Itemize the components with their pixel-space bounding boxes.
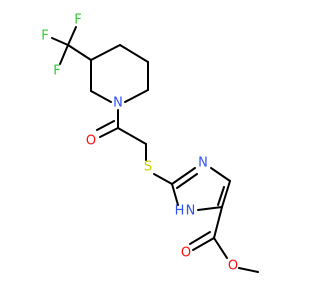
bond [124, 89, 149, 103]
bond [153, 173, 173, 185]
bond [67, 44, 92, 61]
bond [90, 44, 121, 61]
atom-label-o1: O [86, 134, 96, 149]
bond [189, 231, 211, 245]
atom-label-n1: N [113, 96, 123, 111]
bond [99, 127, 119, 138]
bond [213, 206, 223, 239]
bond [238, 267, 259, 273]
bond [67, 26, 77, 46]
bond [171, 167, 196, 185]
atom-label-f1: F [41, 29, 48, 44]
molecule-diagram: F F F N O S N H N O O [41, 13, 259, 274]
atom-label-s1: S [144, 160, 152, 175]
bond [192, 237, 215, 251]
atom-label-o3: O [228, 259, 238, 274]
bond [171, 183, 179, 206]
bond [197, 206, 223, 211]
bond [119, 44, 149, 63]
bond [213, 237, 228, 259]
bond [221, 180, 231, 208]
bond [117, 127, 147, 145]
atom-labels: F F F N O S N H N O O [41, 13, 238, 274]
atom-label-f3: F [53, 64, 60, 79]
bond [176, 173, 198, 189]
atom-label-o2: O [181, 246, 191, 261]
atom-label-n2: N [198, 156, 208, 171]
atom-label-n3: H N [175, 204, 196, 219]
bond [96, 120, 115, 131]
bond [90, 90, 112, 103]
bond [210, 167, 231, 182]
structure-drawing: F F F N O S N H N O O [41, 13, 259, 274]
bonds [51, 26, 259, 273]
bond [217, 186, 225, 206]
bond [51, 37, 69, 46]
bond [59, 44, 69, 65]
atom-label-f2: F [74, 13, 81, 28]
